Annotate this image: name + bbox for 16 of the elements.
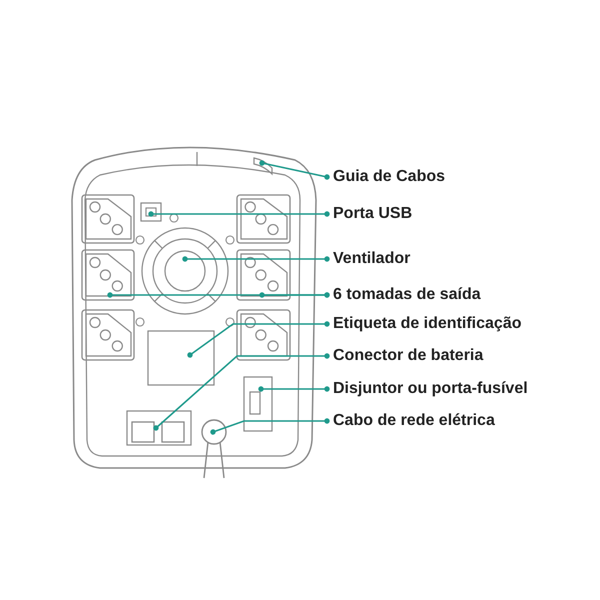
callout-label: Porta USB <box>327 204 412 224</box>
callout-label: Disjuntor ou porta-fusível <box>327 379 528 399</box>
leader-line <box>258 386 330 392</box>
leader-line <box>182 256 330 262</box>
callout-label: Cabo de rede elétrica <box>327 411 495 431</box>
leader-line <box>148 211 330 217</box>
callout-label: Conector de bateria <box>327 346 484 366</box>
callout-label: Etiqueta de identificação <box>327 314 522 334</box>
callout-label: Ventilador <box>327 249 410 269</box>
leader-line <box>187 321 330 358</box>
leader-line <box>153 353 330 431</box>
callout-label: Guia de Cabos <box>327 167 446 187</box>
leader-line <box>259 160 330 180</box>
leader-line <box>210 418 330 435</box>
callout-label: 6 tomadas de saída <box>327 285 481 305</box>
leader-line <box>259 292 330 298</box>
